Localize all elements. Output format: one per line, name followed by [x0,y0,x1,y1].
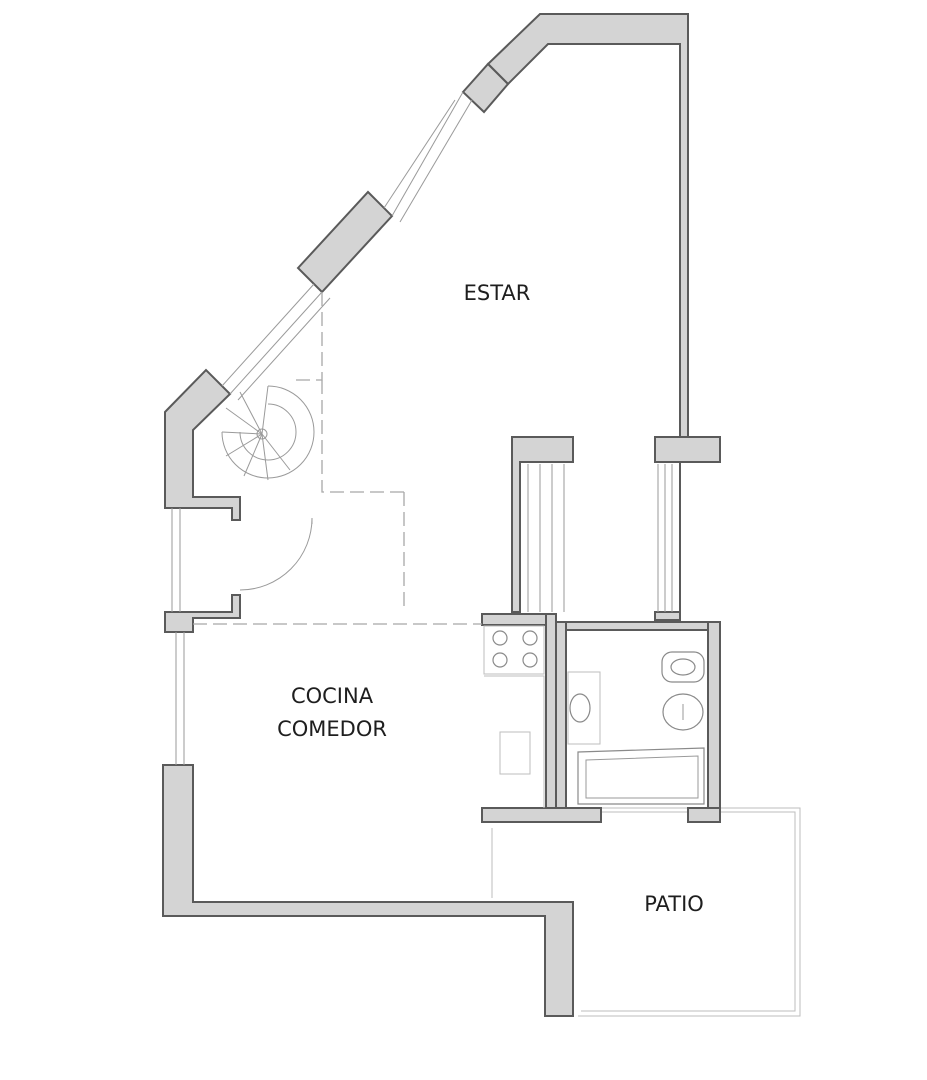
room-label-comedor: COMEDOR [277,717,387,741]
burner-4 [522,652,538,668]
room-label-cocina: COCINA [291,684,374,708]
sink [569,693,591,723]
burner-3 [492,652,508,668]
diagonal-windows [221,91,473,401]
burner-1 [492,630,508,646]
closet-right [657,464,673,612]
spiral-staircase [221,385,315,481]
kitchen-counter [483,625,545,808]
interior-walls [481,436,721,823]
bathtub [577,747,705,805]
entry-door [239,517,313,591]
left-windows [171,508,185,765]
room-label-estar: ESTAR [464,281,531,305]
exterior-walls [162,13,721,1017]
room-label-patio: PATIO [644,892,704,916]
bathroom [567,651,705,805]
closet-left [527,464,565,612]
dashed-lines [193,292,482,625]
burner-2 [522,630,538,646]
